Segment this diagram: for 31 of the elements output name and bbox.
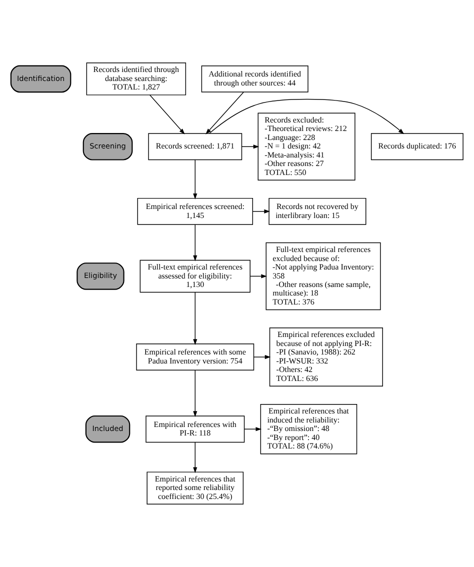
arrow (193, 160, 198, 200)
node-box: Eligibility (76, 262, 124, 290)
node-box: Records duplicated: 176 (370, 133, 464, 160)
node-box: Included (85, 415, 130, 443)
node-box: Identification (10, 65, 72, 93)
node-box: Empirical references excluded because of not applying PI-R: -PI (Sanavio, 1988): 262 -PI-WSUR: 332 -Others: 42 TOTAL: 636 (269, 328, 383, 387)
node-box: Empirical references that reported some reliability coefficient: 30 (25.4%) (146, 472, 244, 504)
arrow (253, 354, 271, 360)
arrow (209, 98, 404, 134)
node-box: Additional records identified through other sources: 44 (201, 65, 308, 92)
arrow (193, 370, 198, 417)
node-box: Full-text empirical references excluded because of: -Not applying Padua Inventory: 358 -Other reasons (same sample, multicase): 18 TOTAL: 376 (266, 242, 381, 310)
arrow (149, 94, 185, 134)
arrow (244, 427, 262, 432)
node-box: Records identified through database searching: TOTAL: 1,827 (86, 62, 186, 96)
node-box: Records not recovered by interlibrary loan: 15 (268, 198, 366, 225)
arrow (193, 224, 198, 262)
node-box: Screening (82, 132, 133, 160)
node-box: Empirical references with some Padua Inventory version: 754 (136, 344, 254, 370)
node-box: Empirical references that induced the reliability: -“By omission”: 48 -“By report”: 40 TOTAL: 88 (74.6%) (260, 404, 358, 454)
arrow (193, 442, 198, 474)
arrow (206, 92, 244, 134)
node-box: Empirical references screened: 1,145 (137, 198, 254, 225)
node-box: Empirical references with PI-R: 118 (146, 416, 245, 443)
node-box: Records excluded: -Theoretical reviews: 212 -Language: 228 -N = 1 design: 42 -Meta-analysis: 41 -Other reasons: 27 TOTAL: 550 (258, 112, 356, 180)
node-box: Records screened: 1,871 (148, 133, 242, 160)
arrow (250, 274, 267, 278)
arrow (252, 209, 270, 214)
arrow (193, 292, 198, 346)
arrow (242, 144, 260, 149)
node-box: Full-text empirical references assessed for eligibility: 1,130 (140, 260, 250, 293)
